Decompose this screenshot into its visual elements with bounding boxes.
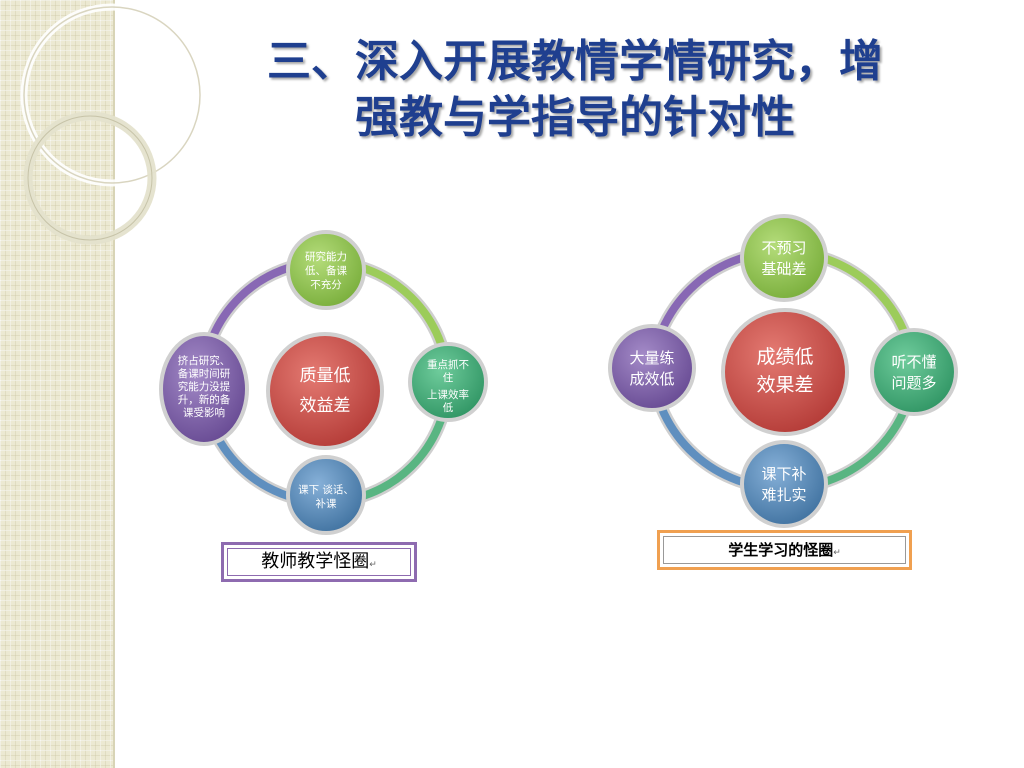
svg-text:质量低效益差: 质量低效益差 [300, 366, 351, 416]
teacher-right-line-2: 住 [443, 371, 454, 384]
student-bottom-line-1: 课下补 [761, 465, 806, 483]
teacher-cycle: 质量低效益差 研究能力低、备课不充分 重点抓不住上课效率低 课下 谈话、补课 挤… [159, 230, 488, 535]
student-bottom-line-2: 难扎实 [761, 486, 806, 504]
slide-title: 三、深入开展教情学情研究，增 强教与学指导的针对性 [150, 34, 1000, 146]
student-top-node [740, 214, 828, 302]
teacher-top-line-2: 低、备课 [305, 264, 347, 277]
teacher-center-line-1: 质量低 [300, 366, 351, 386]
student-right-node [870, 328, 958, 416]
teacher-center-node [266, 332, 384, 450]
student-caption-text: 学生学习的怪圈 [728, 541, 834, 559]
teacher-bottom-node [286, 455, 366, 535]
student-bottom-node [740, 440, 828, 528]
student-cycle-caption: 学生学习的怪圈↵ [657, 530, 912, 570]
teacher-left-node [159, 332, 249, 446]
teacher-top-node [286, 230, 366, 310]
svg-text:成绩低效果差: 成绩低效果差 [756, 346, 813, 396]
svg-text:课下补难扎实: 课下补难扎实 [761, 465, 806, 504]
teacher-right-line-1: 重点抓不 [427, 358, 469, 371]
student-left-line-2: 成效低 [629, 370, 674, 388]
teacher-bottom-line-1: 课下 谈话、 [298, 483, 354, 496]
teacher-top-line-3: 不充分 [310, 278, 342, 291]
teacher-cycle-caption: 教师教学怪圈↵ [221, 542, 417, 582]
student-center-line-1: 成绩低 [756, 346, 813, 368]
teacher-left-line-5: 课受影响 [183, 406, 225, 419]
title-line-1: 三、深入开展教情学情研究，增 [267, 36, 883, 87]
teacher-left-line-3: 究能力没提 [178, 380, 231, 393]
student-cycle: 成绩低效果差 不预习基础差 听不懂问题多 课下补难扎实 大量练成效低 [608, 214, 958, 528]
svg-text:重点抓不住上课效率低: 重点抓不住上课效率低 [427, 358, 469, 414]
student-center-line-2: 效果差 [756, 374, 813, 396]
teacher-left-line-4: 升，新的备 [178, 393, 231, 406]
svg-text:听不懂问题多: 听不懂问题多 [891, 353, 936, 392]
svg-text:研究能力低、备课不充分: 研究能力低、备课不充分 [305, 250, 347, 291]
student-right-line-2: 问题多 [891, 374, 936, 392]
teacher-right-node [408, 342, 488, 422]
student-left-line-1: 大量练 [629, 349, 674, 367]
svg-text:挤占研究、备课时间研究能力没提升，新的备课受影响: 挤占研究、备课时间研究能力没提升，新的备课受影响 [178, 354, 231, 419]
teacher-caption-paragraph-mark: ↵ [369, 560, 377, 570]
svg-text:课下 谈话、补课: 课下 谈话、补课 [298, 483, 354, 510]
teacher-center-line-2: 效益差 [300, 396, 351, 416]
teacher-top-line-1: 研究能力 [305, 250, 347, 263]
student-caption-paragraph-mark: ↵ [833, 548, 841, 558]
teacher-left-line-2: 备课时间研 [178, 367, 231, 380]
teacher-right-line-4: 低 [443, 401, 454, 414]
teacher-bottom-line-2: 补课 [316, 497, 337, 510]
svg-text:大量练成效低: 大量练成效低 [629, 349, 674, 388]
student-center-node [721, 308, 849, 436]
student-top-line-1: 不预习 [761, 239, 806, 257]
student-left-node [608, 324, 696, 412]
teacher-caption-text: 教师教学怪圈 [261, 551, 370, 572]
teacher-right-line-3: 上课效率 [427, 388, 469, 401]
title-line-2: 强教与学指导的针对性 [355, 92, 795, 143]
decorative-rings [20, 3, 204, 245]
svg-text:不预习基础差: 不预习基础差 [761, 239, 806, 278]
student-top-line-2: 基础差 [761, 260, 806, 278]
student-right-line-1: 听不懂 [891, 353, 936, 371]
teacher-left-line-1: 挤占研究、 [178, 354, 231, 367]
